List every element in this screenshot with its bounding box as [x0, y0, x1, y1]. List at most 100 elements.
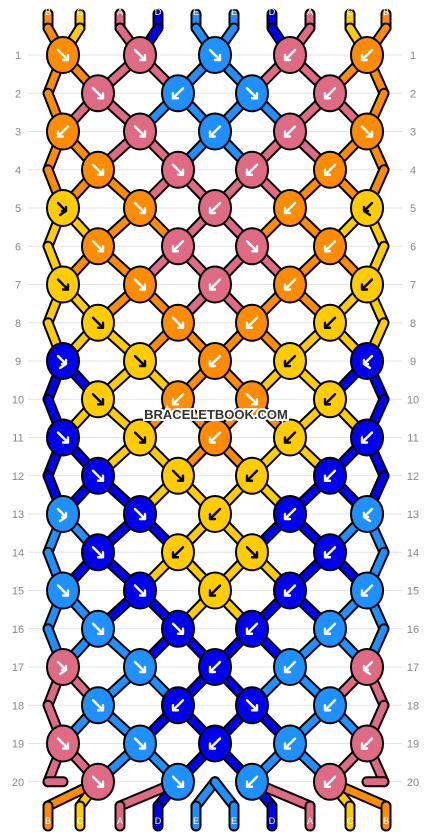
knot[interactable] [46, 189, 80, 227]
knot[interactable] [235, 609, 269, 648]
knot[interactable] [273, 36, 307, 74]
knot[interactable] [313, 303, 347, 342]
knot[interactable] [313, 609, 347, 648]
knot[interactable] [81, 456, 115, 495]
knot[interactable] [123, 36, 157, 74]
knot[interactable] [313, 74, 347, 113]
knot[interactable] [235, 533, 269, 572]
knot[interactable] [161, 150, 195, 189]
knot[interactable] [350, 571, 384, 610]
knot[interactable] [235, 74, 269, 113]
knot[interactable] [350, 265, 384, 304]
knot[interactable] [235, 150, 269, 189]
knot[interactable] [161, 74, 195, 113]
knot[interactable] [81, 150, 115, 189]
knot[interactable] [313, 227, 347, 266]
knot[interactable] [81, 762, 115, 801]
knot-arrow-icon [362, 201, 374, 217]
knot-arrow-icon [208, 125, 222, 138]
knot[interactable] [46, 418, 80, 457]
knot[interactable] [81, 74, 115, 113]
knot[interactable] [273, 342, 307, 380]
knot[interactable] [123, 265, 157, 304]
knot[interactable] [273, 418, 307, 457]
knot[interactable] [273, 571, 307, 610]
knot[interactable] [235, 686, 269, 725]
knot[interactable] [198, 571, 232, 610]
knot[interactable] [123, 648, 157, 686]
knot[interactable] [46, 36, 80, 74]
knot[interactable] [273, 724, 307, 763]
knot[interactable] [235, 303, 269, 342]
knot[interactable] [161, 686, 195, 725]
knot[interactable] [313, 686, 347, 725]
knot[interactable] [198, 36, 232, 74]
knot[interactable] [46, 112, 80, 151]
knot[interactable] [198, 418, 232, 457]
knot[interactable] [350, 36, 384, 74]
knot[interactable] [123, 189, 157, 227]
knot[interactable] [123, 112, 157, 151]
knot[interactable] [235, 380, 269, 419]
knot[interactable] [161, 456, 195, 495]
knot[interactable] [198, 495, 232, 533]
knot[interactable] [313, 533, 347, 572]
knot[interactable] [350, 495, 384, 533]
knot[interactable] [350, 724, 384, 763]
knot[interactable] [161, 380, 195, 419]
knot[interactable] [46, 648, 80, 686]
knot[interactable] [46, 724, 80, 763]
knot-arrow-icon [133, 431, 147, 444]
knot[interactable] [46, 265, 80, 304]
bottom-string-letter: D [155, 816, 162, 826]
bottom-string-letter: D [269, 816, 276, 826]
knot[interactable] [46, 495, 80, 533]
knot[interactable] [198, 265, 232, 304]
knot[interactable] [350, 418, 384, 457]
knot[interactable] [350, 648, 384, 686]
knot[interactable] [46, 571, 80, 610]
knot[interactable] [161, 609, 195, 648]
knot[interactable] [123, 571, 157, 610]
knot[interactable] [313, 380, 347, 419]
knot[interactable] [81, 380, 115, 419]
knot[interactable] [273, 495, 307, 533]
knot[interactable] [273, 648, 307, 686]
knot[interactable] [235, 456, 269, 495]
knot[interactable] [161, 227, 195, 266]
knot[interactable] [161, 303, 195, 342]
knot-arrow-icon [283, 354, 297, 368]
knot[interactable] [313, 456, 347, 495]
knot[interactable] [235, 762, 269, 801]
knot[interactable] [46, 342, 80, 380]
knot[interactable] [350, 342, 384, 380]
knot[interactable] [81, 533, 115, 572]
knot[interactable] [123, 342, 157, 380]
knot[interactable] [313, 762, 347, 801]
knot-arrow-icon [283, 660, 297, 674]
row-number-left: 11 [12, 433, 23, 445]
knot[interactable] [273, 189, 307, 227]
knot[interactable] [198, 112, 232, 151]
knot[interactable] [123, 724, 157, 763]
knot[interactable] [273, 112, 307, 151]
knot[interactable] [198, 724, 232, 763]
knot[interactable] [198, 648, 232, 686]
knot[interactable] [81, 227, 115, 266]
knot[interactable] [81, 686, 115, 725]
knot[interactable] [198, 189, 232, 227]
knot[interactable] [123, 495, 157, 533]
knot[interactable] [81, 609, 115, 648]
knot[interactable] [350, 112, 384, 151]
knot[interactable] [161, 762, 195, 801]
knot[interactable] [313, 150, 347, 189]
knot[interactable] [273, 265, 307, 304]
knot[interactable] [161, 533, 195, 572]
row-number-left: 13 [12, 509, 24, 521]
knot[interactable] [198, 342, 232, 380]
knot[interactable] [123, 418, 157, 457]
row-number-right: 16 [407, 624, 419, 636]
knot[interactable] [350, 189, 384, 227]
knot[interactable] [235, 227, 269, 266]
knot[interactable] [81, 303, 115, 342]
